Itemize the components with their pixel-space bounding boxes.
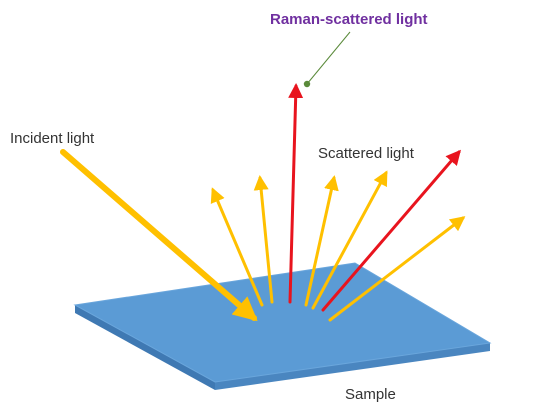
sample-plate-front-edge (75, 305, 215, 390)
sample-label: Sample (345, 386, 396, 403)
incident-light-label: Incident light (10, 130, 95, 147)
raman-label-leader (306, 31, 351, 85)
scattered-ray-2 (253, 175, 274, 304)
sample-plate-top (73, 262, 492, 383)
scattered-ray-3 (304, 175, 339, 307)
scattered-ray-1 (210, 187, 264, 307)
scattered-ray-4 (311, 170, 388, 310)
incident-light-ray (60, 149, 258, 322)
raman-ray-diagonal (321, 149, 461, 312)
raman-label-leader-dot (303, 80, 311, 88)
scattered-ray-5 (328, 216, 466, 322)
raman-light-label: Raman-scattered light (270, 11, 428, 28)
sample-plate-right-edge (215, 343, 490, 390)
raman-scattered-rays (288, 83, 461, 312)
scattered-light-label: Scattered light (318, 145, 415, 162)
sample-plate (73, 262, 492, 390)
raman-ray-vertical (288, 83, 304, 304)
rayleigh-scattered-rays (210, 170, 466, 322)
